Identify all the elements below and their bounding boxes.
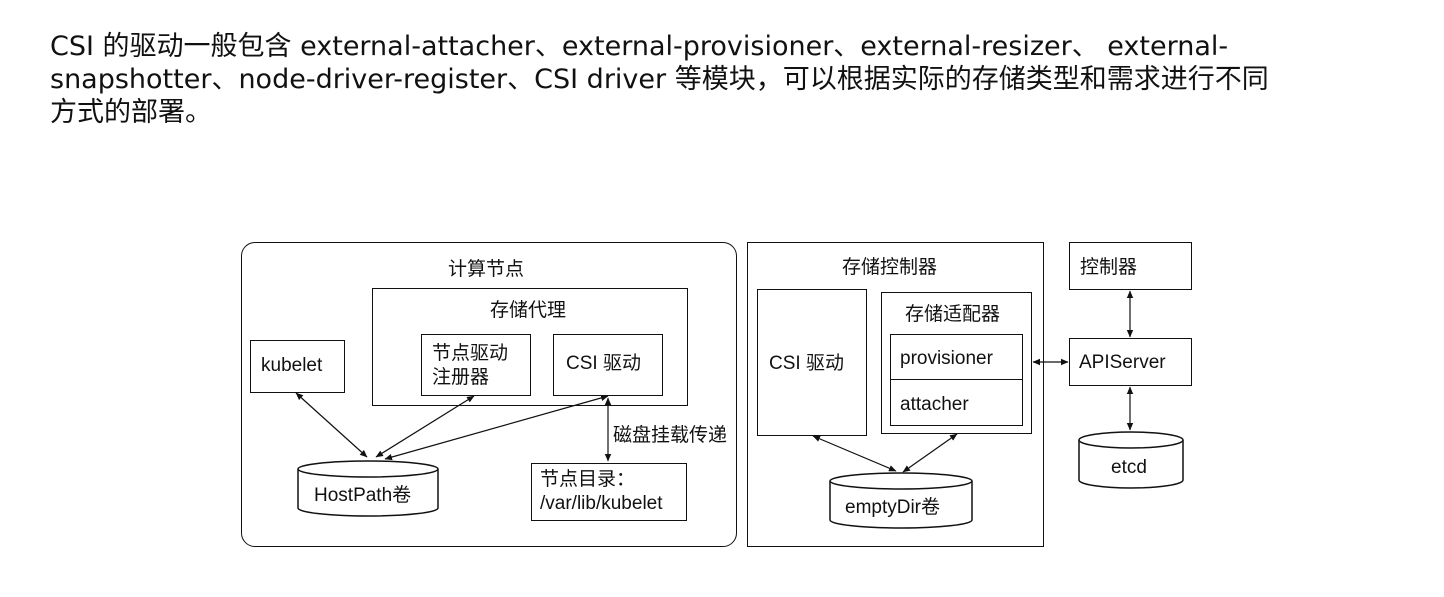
provisioner-box bbox=[890, 334, 1023, 380]
hostpath-label: HostPath卷 bbox=[314, 485, 412, 506]
compute-node-title: 计算节点 bbox=[448, 259, 525, 280]
apiserver-label: APIServer bbox=[1079, 352, 1166, 373]
node-dir-line-2: /var/lib/kubelet bbox=[540, 493, 663, 514]
provisioner-label: provisioner bbox=[900, 348, 993, 369]
storage-agent-title: 存储代理 bbox=[490, 300, 567, 321]
hostpath-cylinder bbox=[297, 460, 439, 517]
paragraph-line-3: 方式的部署。 bbox=[50, 97, 212, 128]
arrow-adapter-emptydir bbox=[902, 433, 958, 473]
registrar-line-1: 节点驱动 bbox=[432, 343, 509, 364]
node-csi-driver-box bbox=[553, 334, 663, 396]
disk-mount-label: 磁盘挂载传递 bbox=[613, 425, 728, 446]
controller-csi-driver-box bbox=[757, 289, 867, 436]
etcd-label: etcd bbox=[1111, 457, 1147, 478]
node-csi-driver-label: CSI 驱动 bbox=[566, 353, 641, 374]
arrow-ctrlcsi-emptydir bbox=[812, 435, 897, 472]
etcd-cylinder bbox=[1078, 431, 1184, 489]
attacher-box bbox=[890, 379, 1023, 426]
registrar-line-2: 注册器 bbox=[432, 367, 490, 388]
emptydir-cylinder bbox=[829, 472, 973, 529]
node-directory-box bbox=[531, 463, 687, 521]
controller-csi-driver-label: CSI 驱动 bbox=[769, 353, 844, 374]
controller-label: 控制器 bbox=[1080, 257, 1138, 278]
controller-box bbox=[1069, 242, 1192, 290]
paragraph-line-2: snapshotter、node-driver-register、CSI dri… bbox=[50, 64, 1269, 95]
storage-adapter-title: 存储适配器 bbox=[905, 304, 1001, 325]
emptydir-label: emptyDir卷 bbox=[845, 497, 941, 518]
kubelet-box bbox=[250, 340, 345, 393]
intro-paragraph: CSI 的驱动一般包含 external-attacher、external-p… bbox=[50, 30, 1410, 129]
kubelet-label: kubelet bbox=[261, 355, 323, 376]
apiserver-box bbox=[1069, 338, 1192, 386]
node-directory-label: 节点目录： /var/lib/kubelet bbox=[540, 468, 663, 516]
arrow-csi-hostpath bbox=[384, 394, 609, 461]
storage-controller-title: 存储控制器 bbox=[842, 257, 938, 278]
attacher-label: attacher bbox=[900, 394, 969, 415]
arrow-kubelet-hostpath bbox=[295, 392, 368, 458]
paragraph-line-1: CSI 的驱动一般包含 external-attacher、external-p… bbox=[50, 31, 1229, 62]
node-driver-registrar-label: 节点驱动 注册器 bbox=[432, 342, 508, 390]
node-dir-line-1: 节点目录： bbox=[540, 469, 636, 490]
